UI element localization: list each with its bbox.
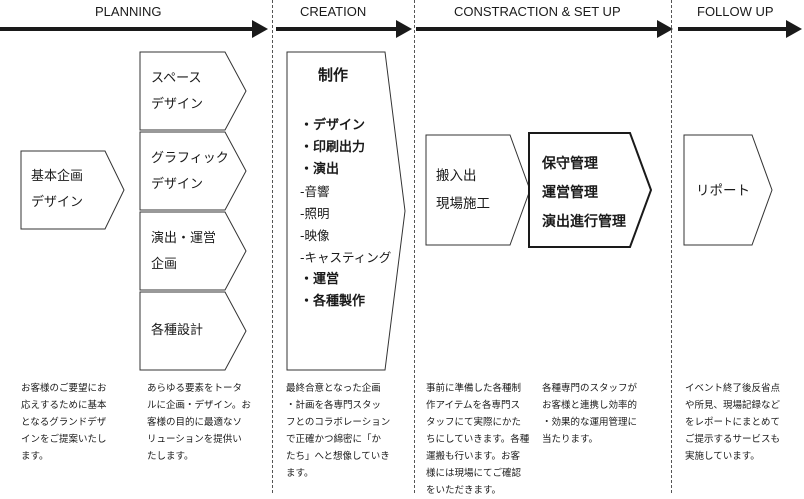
creation-subitem: -照明 [300,206,330,221]
description-line: 運搬も行います。お客 [426,451,521,462]
description-line: ルに企画・デザイン。お [147,400,251,411]
graphic-design-line-1: グラフィック [151,151,229,166]
phase-label-followup: FOLLOW UP [697,4,774,19]
description-followup: イベント終了後反省点 や所見、現場記録など をレポートにまとめて ご提示するサー… [685,380,780,465]
description-line: ます。 [21,451,49,462]
graphic-design-box [139,131,247,211]
description-line: お客様と連携し効率的 [542,400,638,411]
creation-item: ・印刷出力 [300,140,366,155]
setup-line-1: 搬入出 [436,168,477,184]
creation-item: ・デザイン [300,118,366,133]
management-label: 保守管理 運営管理 演出進行管理 [542,150,626,237]
description-line: たち」へと想像していき [286,451,390,462]
description-line: 実施しています。 [685,451,760,462]
management-box [528,132,653,248]
description-line: ご提示するサービスも [685,434,781,445]
creation-box [286,51,406,371]
divider-construction-followup [671,0,672,493]
phase-arrow-construction [416,20,673,38]
direction-line-1: 演出・運営 [151,231,217,246]
description-line: ・効果的な運用管理に [542,417,638,428]
setup-line-2: 現場施工 [436,196,490,212]
description-line: ・計画を各専門スタッ [286,400,382,411]
description-management: 各種専門のスタッフが お客様と連携し効率的 ・効果的な運用管理に 当たります。 [542,380,637,448]
management-line-2: 運営管理 [542,185,598,201]
management-line-1: 保守管理 [542,156,598,172]
description-line: 最終合意となった企画 [286,383,381,394]
description-line: リューションを提供い [147,434,242,445]
description-line: 応えするために基本 [21,400,107,411]
creation-subitem: -音響 [300,184,330,199]
description-line: 当たります。 [542,434,599,445]
description-line: で正確かつ綿密に「か [286,434,382,445]
space-design-line-2: デザイン [151,97,204,112]
direction-label: 演出・運営 企画 [151,226,216,278]
description-line: お客様のご要望にお [21,383,107,394]
description-line: フとのコラボレーション [286,417,391,428]
description-line: 客様の目的に最適なソ [147,417,243,428]
description-creation: 最終合意となった企画 ・計画を各専門スタッ フとのコラボレーション で正確かつ綿… [286,380,390,482]
direction-line-2: 企画 [151,257,178,272]
report-box [683,134,773,246]
management-line-3: 演出進行管理 [542,214,626,230]
creation-title: 制作 [318,66,349,84]
description-line: あらゆる要素をトータ [147,383,243,394]
creation-subitem: -映像 [300,228,330,243]
description-basic-design: お客様のご要望にお 応えするために基本 となるグランドデザ インをご提案いたし … [21,380,107,465]
graphic-design-line-2: デザイン [151,177,204,192]
detail-design-box [139,291,247,371]
description-line: インをご提案いたし [21,434,107,445]
divider-creation-construction [414,0,415,493]
basic-design-box [20,150,125,230]
description-line: や所見、現場記録など [685,400,781,411]
space-design-label: スペース デザイン [151,66,203,118]
phase-label-construction: CONSTRACTION & SET UP [454,4,621,19]
phase-arrow-planning [0,20,268,38]
setup-label: 搬入出 現場施工 [436,162,490,218]
phase-label-planning: PLANNING [95,4,162,19]
description-line: ます。 [286,468,314,479]
description-line: タッフにて実際にかた [426,417,522,428]
creation-item: ・演出 [300,162,340,177]
phase-arrow-followup [678,20,802,38]
description-line: 様には現場にてご確認 [426,468,522,479]
creation-item-list: ・デザイン ・印刷出力 ・演出 -音響 -照明 -映像 -キャスティング ・運営… [300,115,391,313]
description-line: ちにしていきます。各種 [426,434,530,445]
space-design-box [139,51,247,131]
description-line: 各種専門のスタッフが [542,383,638,394]
description-planning-design: あらゆる要素をトータ ルに企画・デザイン。お 客様の目的に最適なソ リューション… [147,380,251,465]
report-label: リポート [696,183,750,199]
phase-arrow-creation [276,20,412,38]
basic-design-line-2: デザイン [31,195,84,210]
description-line: たします。 [147,451,194,462]
setup-box [425,134,531,246]
description-line: をいただきます。 [426,485,502,496]
description-line: 事前に準備した各種制 [426,383,522,394]
basic-design-line-1: 基本企画 [31,169,84,184]
creation-item: ・運営 [300,272,340,287]
description-setup: 事前に準備した各種制 作アイテムを各専門ス タッフにて実際にかた ちにしていきま… [426,380,529,499]
direction-box [139,211,247,291]
creation-item: ・各種製作 [300,294,366,309]
divider-planning-creation [272,0,273,493]
creation-subitem: -キャスティング [300,250,392,265]
description-line: をレポートにまとめて [685,417,781,428]
graphic-design-label: グラフィック デザイン [151,146,229,198]
description-line: 作アイテムを各専門ス [426,400,521,411]
basic-design-label: 基本企画 デザイン [31,164,83,216]
phase-label-creation: CREATION [300,4,367,19]
detail-design-label: 各種設計 [151,323,204,338]
description-line: イベント終了後反省点 [685,383,781,394]
space-design-line-1: スペース [151,71,202,86]
description-line: となるグランドデザ [21,417,107,428]
